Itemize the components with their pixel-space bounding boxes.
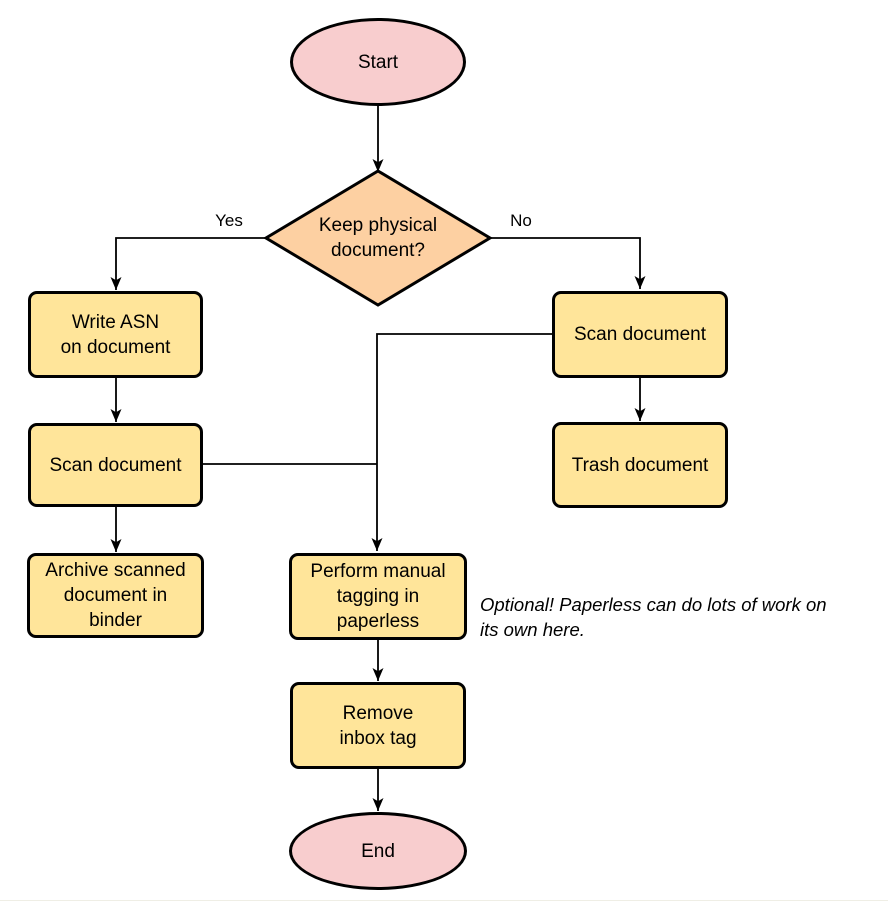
trash-document-label: Trash document — [571, 454, 709, 476]
archive-label: Archive scanned document in binder — [45, 560, 186, 631]
remove-inbox-tag-node: Remove inbox tag — [290, 682, 466, 769]
start-node: Start — [290, 18, 466, 106]
edge-label-no: No — [510, 211, 532, 230]
start-label: Start — [357, 51, 399, 73]
write-asn-node: Write ASN on document — [28, 291, 203, 378]
decision-diamond-shape — [263, 169, 493, 307]
edge-decision-no — [490, 237, 646, 289]
edge-scanright-to-tagging — [371, 333, 552, 551]
manual-tagging-label: Perform manual tagging in paperless — [310, 561, 446, 632]
manual-tagging-node: Perform manual tagging in paperless — [289, 553, 467, 640]
edge-label-yes: Yes — [215, 211, 243, 230]
remove-inbox-tag-label: Remove inbox tag — [339, 702, 417, 749]
edge-decision-yes — [110, 237, 266, 290]
scan-document-right-label: Scan document — [573, 324, 707, 345]
optional-annotation: Optional! Paperless can do lots of work … — [480, 594, 827, 640]
archive-node: Archive scanned document in binder — [27, 553, 204, 638]
write-asn-label: Write ASN on document — [60, 311, 171, 358]
scan-document-left-node: Scan document — [28, 423, 203, 507]
scan-document-right-node: Scan document — [552, 291, 728, 378]
scan-document-left-label: Scan document — [49, 454, 182, 476]
end-node: End — [289, 812, 467, 890]
decision-node: Keep physical document? — [263, 168, 493, 308]
decision-label: Keep physical document? — [318, 215, 438, 261]
page-bottom-divider — [0, 900, 888, 901]
trash-document-node: Trash document — [552, 422, 728, 508]
end-label: End — [361, 840, 395, 862]
